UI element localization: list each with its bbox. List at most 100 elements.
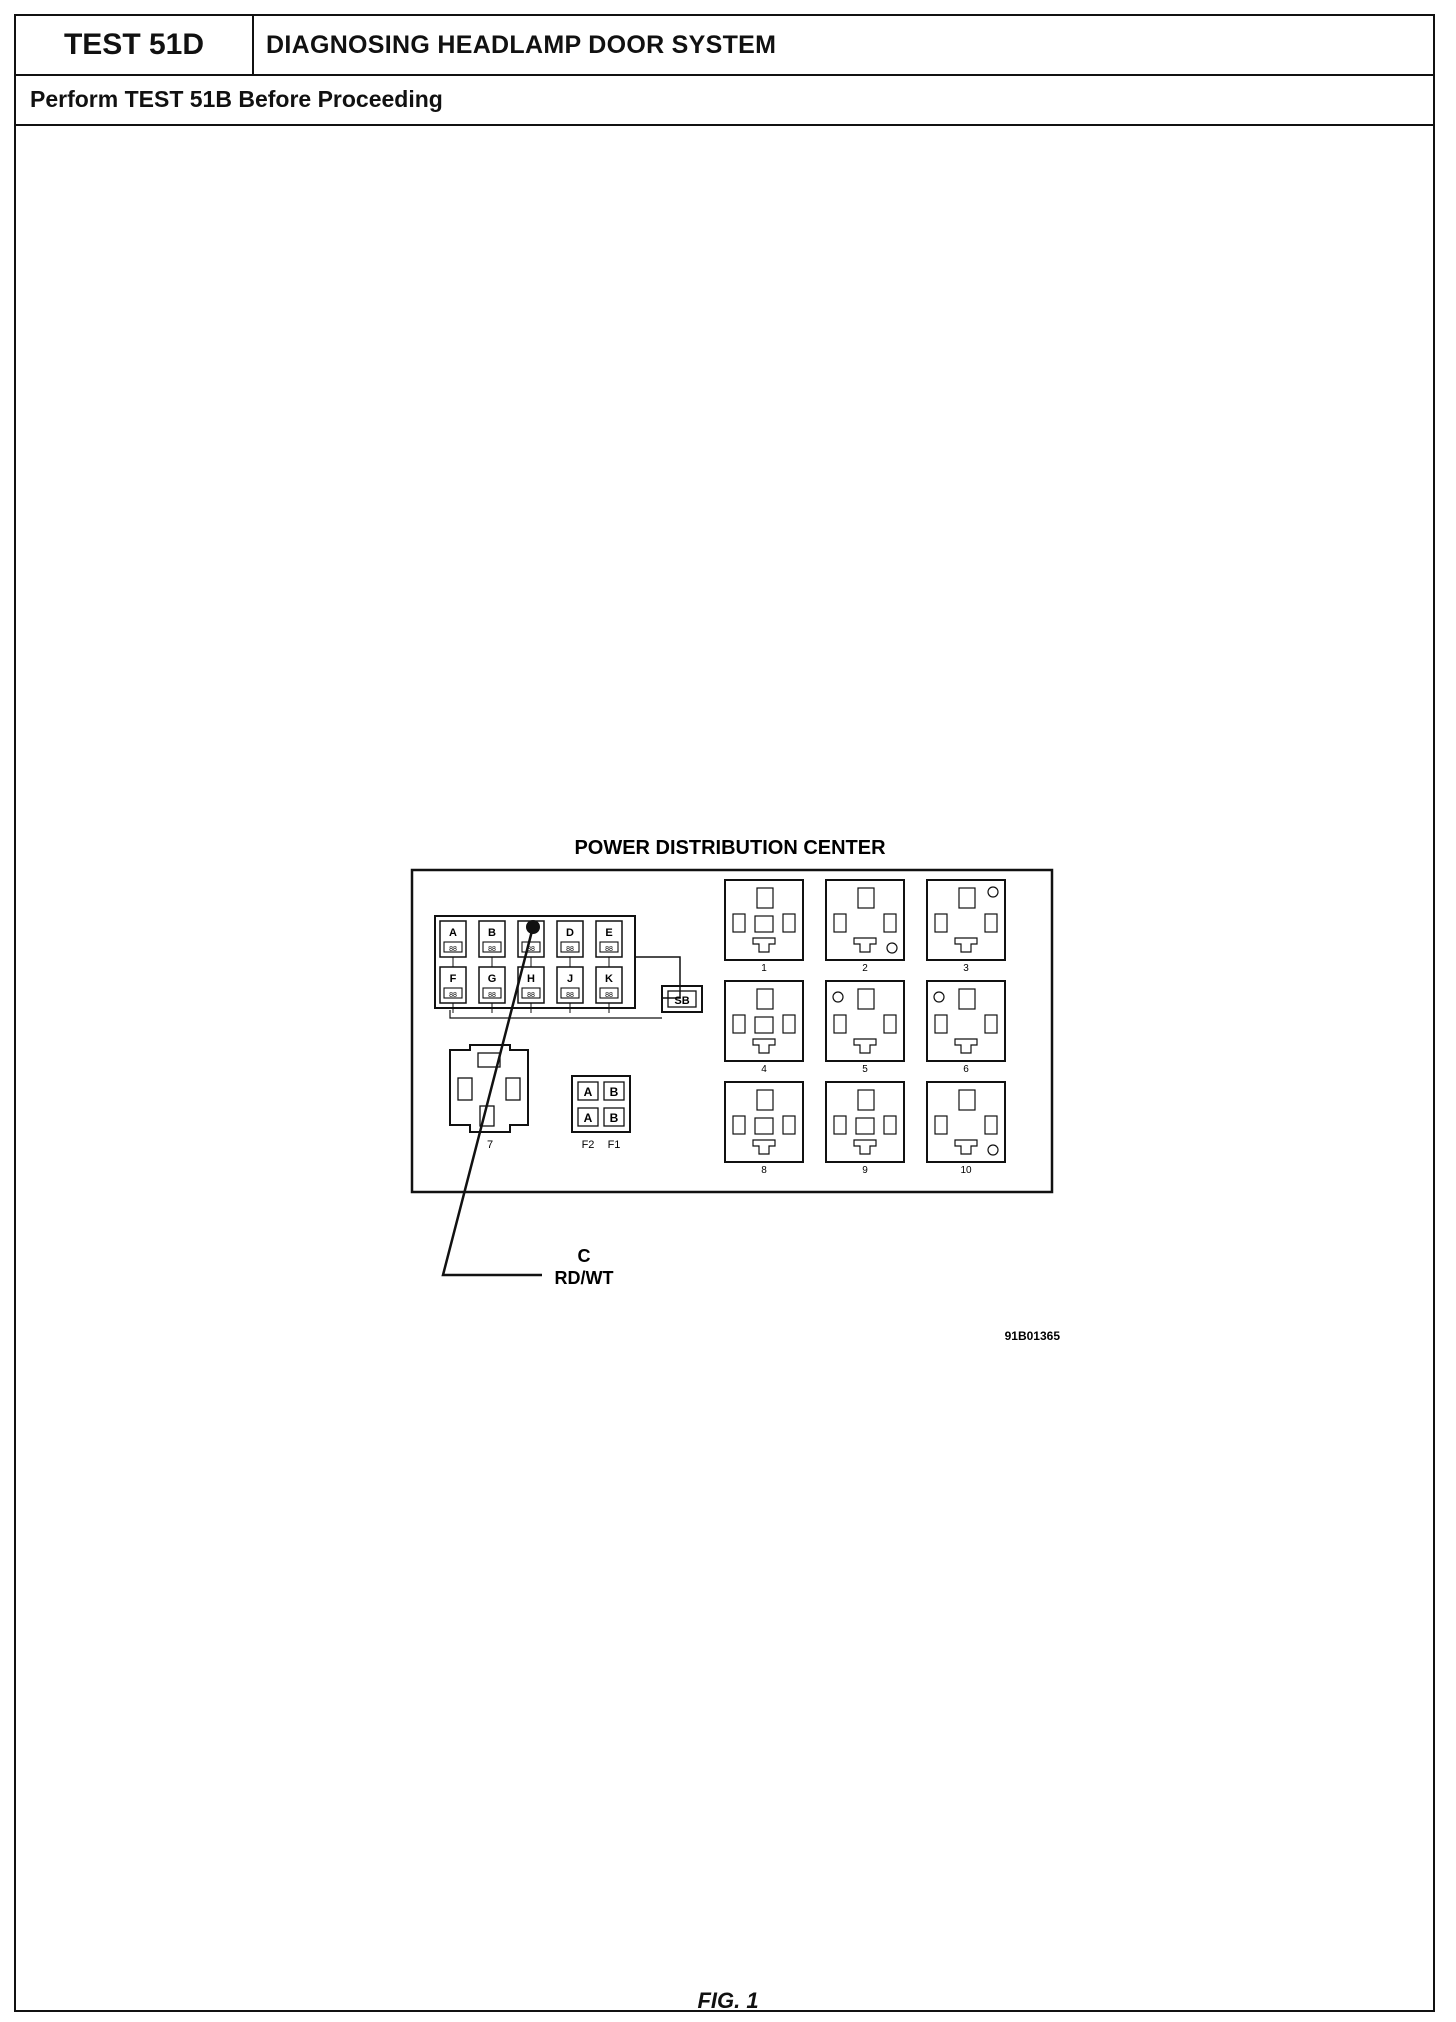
relay: 6 <box>926 980 1006 1075</box>
connector-7-pin-right <box>505 1077 521 1101</box>
relay-number: 4 <box>761 1064 767 1075</box>
relay-pin <box>732 1014 746 1034</box>
fuse-label: H <box>527 973 535 985</box>
relay-pin <box>853 937 877 953</box>
relay-pin <box>782 913 796 933</box>
relay: 4 <box>724 980 804 1075</box>
relay-number: 9 <box>862 1165 868 1176</box>
relay-pin <box>732 913 746 933</box>
relay-pin <box>756 1089 774 1111</box>
small-cell-label: A <box>584 1085 593 1099</box>
relay-pin <box>857 1089 875 1111</box>
relay: 9 <box>825 1081 905 1176</box>
relay-outline <box>926 980 1006 1062</box>
relay-marker <box>933 991 945 1003</box>
relay-pin <box>853 1038 877 1054</box>
fuse-element <box>521 941 541 953</box>
relay-pin <box>958 1089 976 1111</box>
relay-pin <box>958 887 976 909</box>
relay-marker <box>832 991 844 1003</box>
fuse-element <box>560 941 580 953</box>
fuse-label: B <box>488 927 496 939</box>
relay-outline <box>825 879 905 961</box>
page-frame: TEST 51D DIAGNOSING HEADLAMP DOOR SYSTEM… <box>14 14 1435 2012</box>
relay-pin <box>754 915 774 933</box>
relay: 3 <box>926 879 1006 974</box>
relay-number: 8 <box>761 1165 767 1176</box>
probe-wire <box>441 926 542 1277</box>
header-row: TEST 51D DIAGNOSING HEADLAMP DOOR SYSTEM <box>16 16 1433 76</box>
relay-number: 2 <box>862 963 868 974</box>
relay-marker <box>987 886 999 898</box>
relay-pin <box>883 1115 897 1135</box>
relay-pin <box>857 887 875 909</box>
fuse-label: A <box>449 927 457 939</box>
fuse-element <box>482 941 502 953</box>
test-title: DIAGNOSING HEADLAMP DOOR SYSTEM <box>266 30 777 59</box>
fuse-element <box>599 987 619 999</box>
relay-pin <box>756 988 774 1010</box>
relay-pin <box>934 1014 948 1034</box>
relay-pin <box>732 1115 746 1135</box>
sb-wire <box>635 956 681 999</box>
sb-label: SB <box>674 995 689 1007</box>
relay-pin <box>883 913 897 933</box>
relay-marker <box>886 942 898 954</box>
relay-pin <box>934 1115 948 1135</box>
relay-pin <box>833 1014 847 1034</box>
connector-7-label: 7 <box>487 1139 493 1151</box>
relay-pin <box>752 1038 776 1054</box>
fuse-label: K <box>605 973 613 985</box>
small-cell-label: B <box>610 1111 619 1125</box>
relay-pin <box>833 1115 847 1135</box>
relay-pin <box>782 1014 796 1034</box>
small-cell-label: A <box>584 1111 593 1125</box>
sb-fuse-inner <box>667 990 697 1008</box>
relay-outline <box>825 1081 905 1163</box>
fuse-rating: 88 <box>605 946 613 953</box>
relay-pin <box>857 988 875 1010</box>
fuse-rating: 88 <box>449 992 457 999</box>
fuse-rating: 88 <box>566 992 574 999</box>
fuse-rating: 88 <box>605 992 613 999</box>
relay-outline <box>926 1081 1006 1163</box>
prerequisite-note: Perform TEST 51B Before Proceeding <box>16 74 1433 126</box>
small-block-label-f2: F2 <box>582 1139 595 1151</box>
relay-pin <box>754 1117 774 1135</box>
relay-pin <box>984 1014 998 1034</box>
relay-pin <box>883 1014 897 1034</box>
relay: 2 <box>825 879 905 974</box>
small-cell-a-bottom <box>577 1107 599 1127</box>
relay-outline <box>724 879 804 961</box>
fuse-rating: 88 <box>488 992 496 999</box>
fuse-element <box>521 987 541 999</box>
sb-fuse-box <box>661 985 703 1013</box>
fuse-element <box>560 987 580 999</box>
fuse-rating: 88 <box>527 946 535 953</box>
relay-outline <box>724 1081 804 1163</box>
relay-marker <box>987 1144 999 1156</box>
pdc-outline <box>410 868 1054 1194</box>
relay-number: 6 <box>963 1064 969 1075</box>
relay-number: 5 <box>862 1064 868 1075</box>
relay-outline <box>926 879 1006 961</box>
small-cell-label: B <box>610 1085 619 1099</box>
fuse-element <box>443 987 463 999</box>
fuse-rating: 88 <box>488 946 496 953</box>
small-fuse-block: A B A B F2 F1 <box>571 1075 631 1151</box>
probe-point <box>526 920 540 934</box>
relay-pin <box>855 1117 875 1135</box>
relay-outline <box>724 980 804 1062</box>
fuse-rating: 88 <box>449 946 457 953</box>
image-code: 91B01365 <box>1005 1329 1061 1343</box>
connector-7-pin-top <box>477 1052 501 1068</box>
probe-wire-label: RD/WT <box>555 1268 614 1288</box>
relay: 8 <box>724 1081 804 1176</box>
fuse-block <box>434 915 636 1009</box>
figure-caption: FIG. 1 <box>697 1988 759 2013</box>
relay-pin <box>954 1139 978 1155</box>
